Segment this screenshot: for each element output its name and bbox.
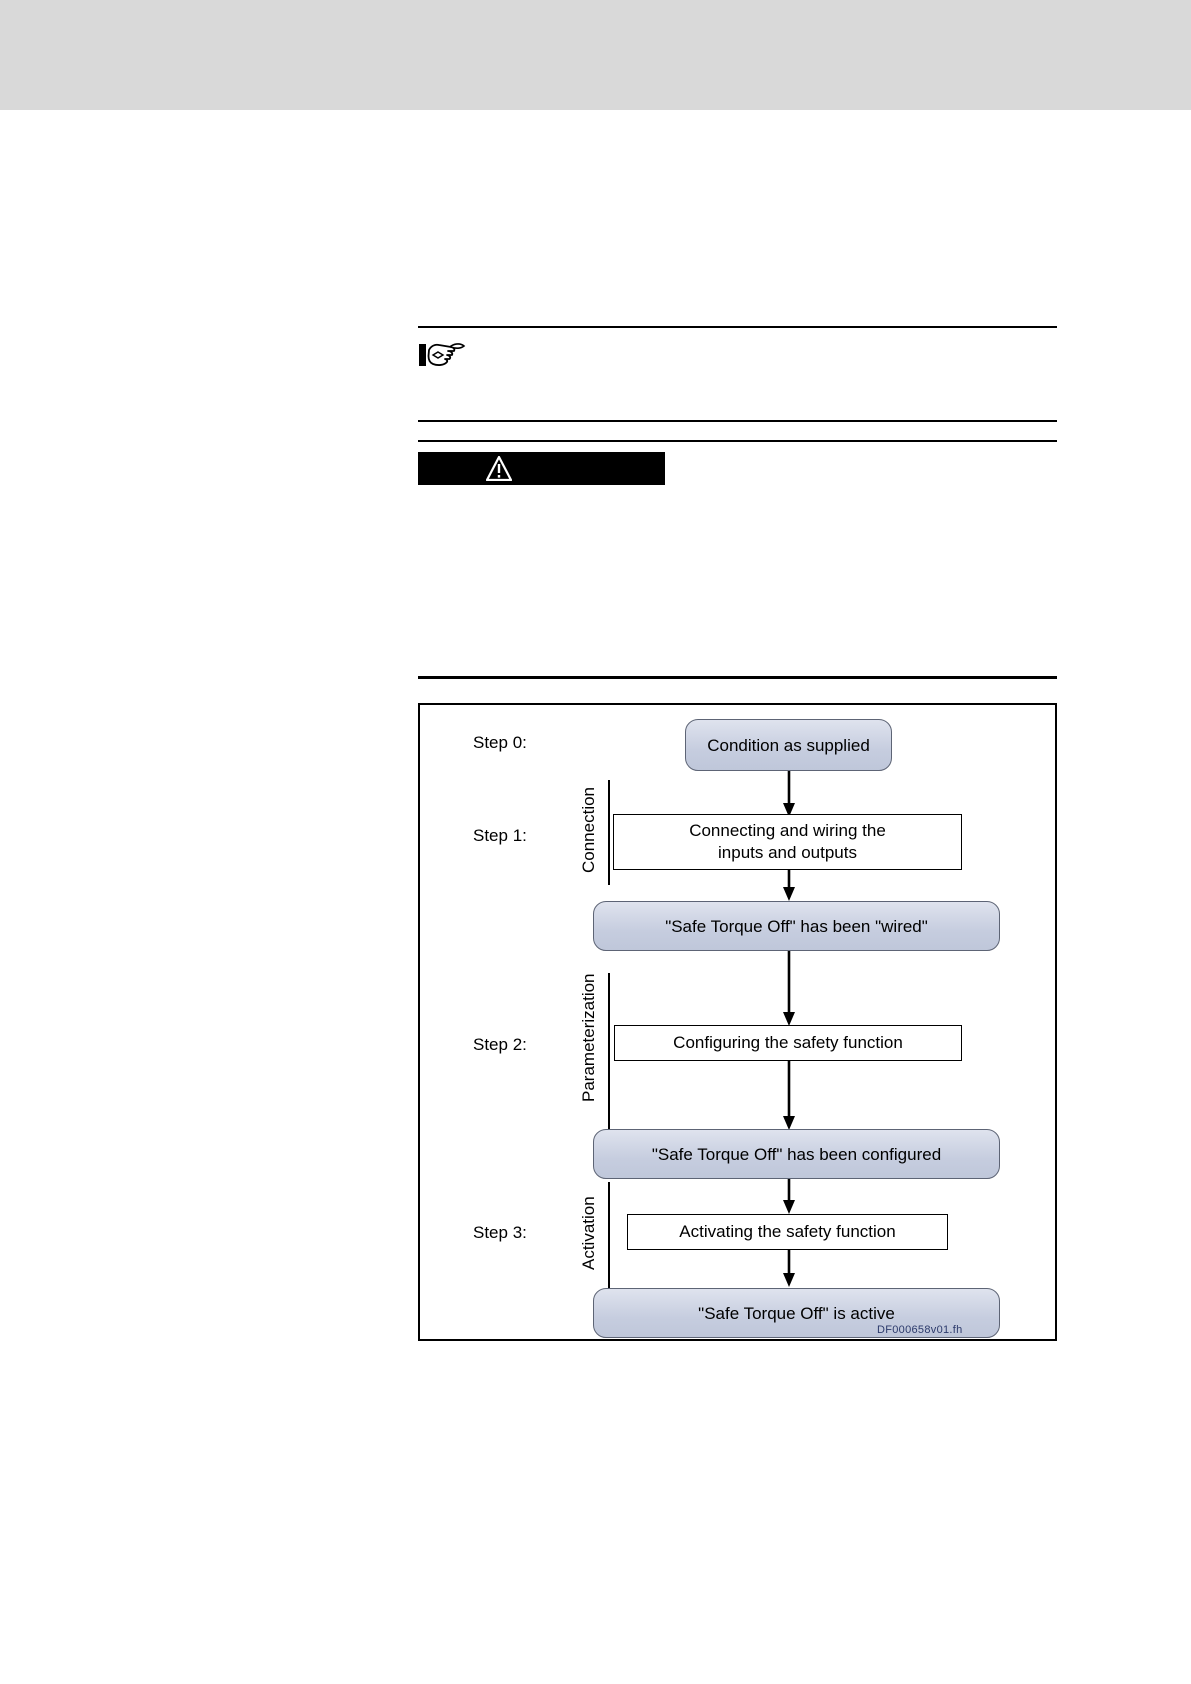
step-label-0: Step 0: bbox=[473, 733, 527, 752]
step-label-1: Step 1: bbox=[473, 826, 527, 845]
flow-node-sto-has-been-configured: "Safe Torque Off" has been configured bbox=[593, 1129, 1000, 1179]
flow-arrow-0 bbox=[780, 771, 798, 823]
phase-label-activation: Activation bbox=[579, 1196, 598, 1270]
warning-top-rule bbox=[418, 440, 1057, 442]
warning-block bbox=[418, 440, 1057, 671]
figure-frame: Step 0: Step 1: Step 2: Step 3: Connecti… bbox=[418, 703, 1057, 1341]
flow-node-connecting-line1: Connecting and wiring the bbox=[689, 821, 886, 840]
flow-arrow-2 bbox=[780, 951, 798, 1032]
step-label-2: Step 2: bbox=[473, 1035, 527, 1054]
flow-arrow-3 bbox=[780, 1061, 798, 1136]
pointing-hand-icon bbox=[418, 338, 466, 372]
warning-title-bar bbox=[418, 452, 665, 485]
note-bottom-rule bbox=[418, 420, 1057, 422]
flow-arrow-1 bbox=[780, 870, 798, 907]
phase-bracket-parameterization bbox=[608, 973, 610, 1133]
flow-arrow-5 bbox=[780, 1250, 798, 1293]
flow-node-condition-as-supplied: Condition as supplied bbox=[685, 719, 892, 771]
warning-triangle-icon bbox=[485, 455, 513, 482]
figure-id-label: DF000658v01.fh bbox=[877, 1324, 963, 1336]
figure-top-rule bbox=[418, 676, 1057, 679]
flow-node-activating-safety-function: Activating the safety function bbox=[627, 1214, 948, 1250]
flow-node-sto-has-been-wired: "Safe Torque Off" has been "wired" bbox=[593, 901, 1000, 951]
page-header-band bbox=[0, 0, 1191, 110]
note-top-rule bbox=[418, 326, 1057, 328]
flow-node-connecting-line2: inputs and outputs bbox=[718, 843, 857, 862]
phase-label-connection: Connection bbox=[579, 786, 598, 873]
flow-arrow-4 bbox=[780, 1179, 798, 1220]
phase-bracket-connection bbox=[608, 780, 610, 885]
phase-bracket-activation bbox=[608, 1182, 610, 1292]
phase-label-parameterization: Parameterization bbox=[579, 973, 598, 1102]
flow-node-sto-is-active: "Safe Torque Off" is active bbox=[593, 1288, 1000, 1338]
step-label-3: Step 3: bbox=[473, 1223, 527, 1242]
note-block bbox=[418, 326, 1057, 422]
warning-spacer bbox=[418, 491, 1057, 671]
flow-node-configuring-safety-function: Configuring the safety function bbox=[614, 1025, 962, 1061]
flow-node-connecting-and-wiring: Connecting and wiring the inputs and out… bbox=[613, 814, 962, 870]
note-body bbox=[418, 328, 1057, 420]
